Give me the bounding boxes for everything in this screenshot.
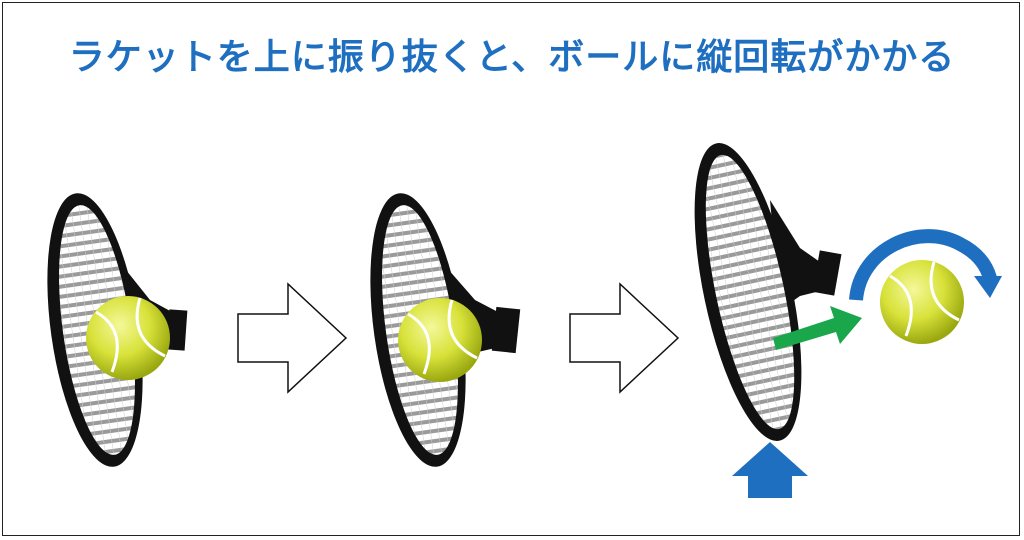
racket-swing-up bbox=[694, 143, 842, 441]
right-outline-arrow-icon bbox=[569, 282, 680, 394]
tennis-ball-icon bbox=[880, 260, 964, 344]
hit-direction-arrow-icon bbox=[773, 306, 862, 350]
spin-arrow-icon bbox=[849, 229, 1002, 301]
up-arrow-icon bbox=[732, 442, 808, 498]
right-outline-arrow-icon bbox=[237, 282, 348, 394]
tennis-ball-icon bbox=[86, 296, 170, 380]
racket-contact bbox=[370, 193, 521, 467]
diagram-title: ラケットを上に振り抜くと、ボールに縦回転がかかる bbox=[68, 37, 956, 78]
racket-before bbox=[47, 193, 188, 467]
tennis-racket-icon bbox=[694, 143, 842, 441]
tennis-ball-icon bbox=[398, 298, 482, 382]
